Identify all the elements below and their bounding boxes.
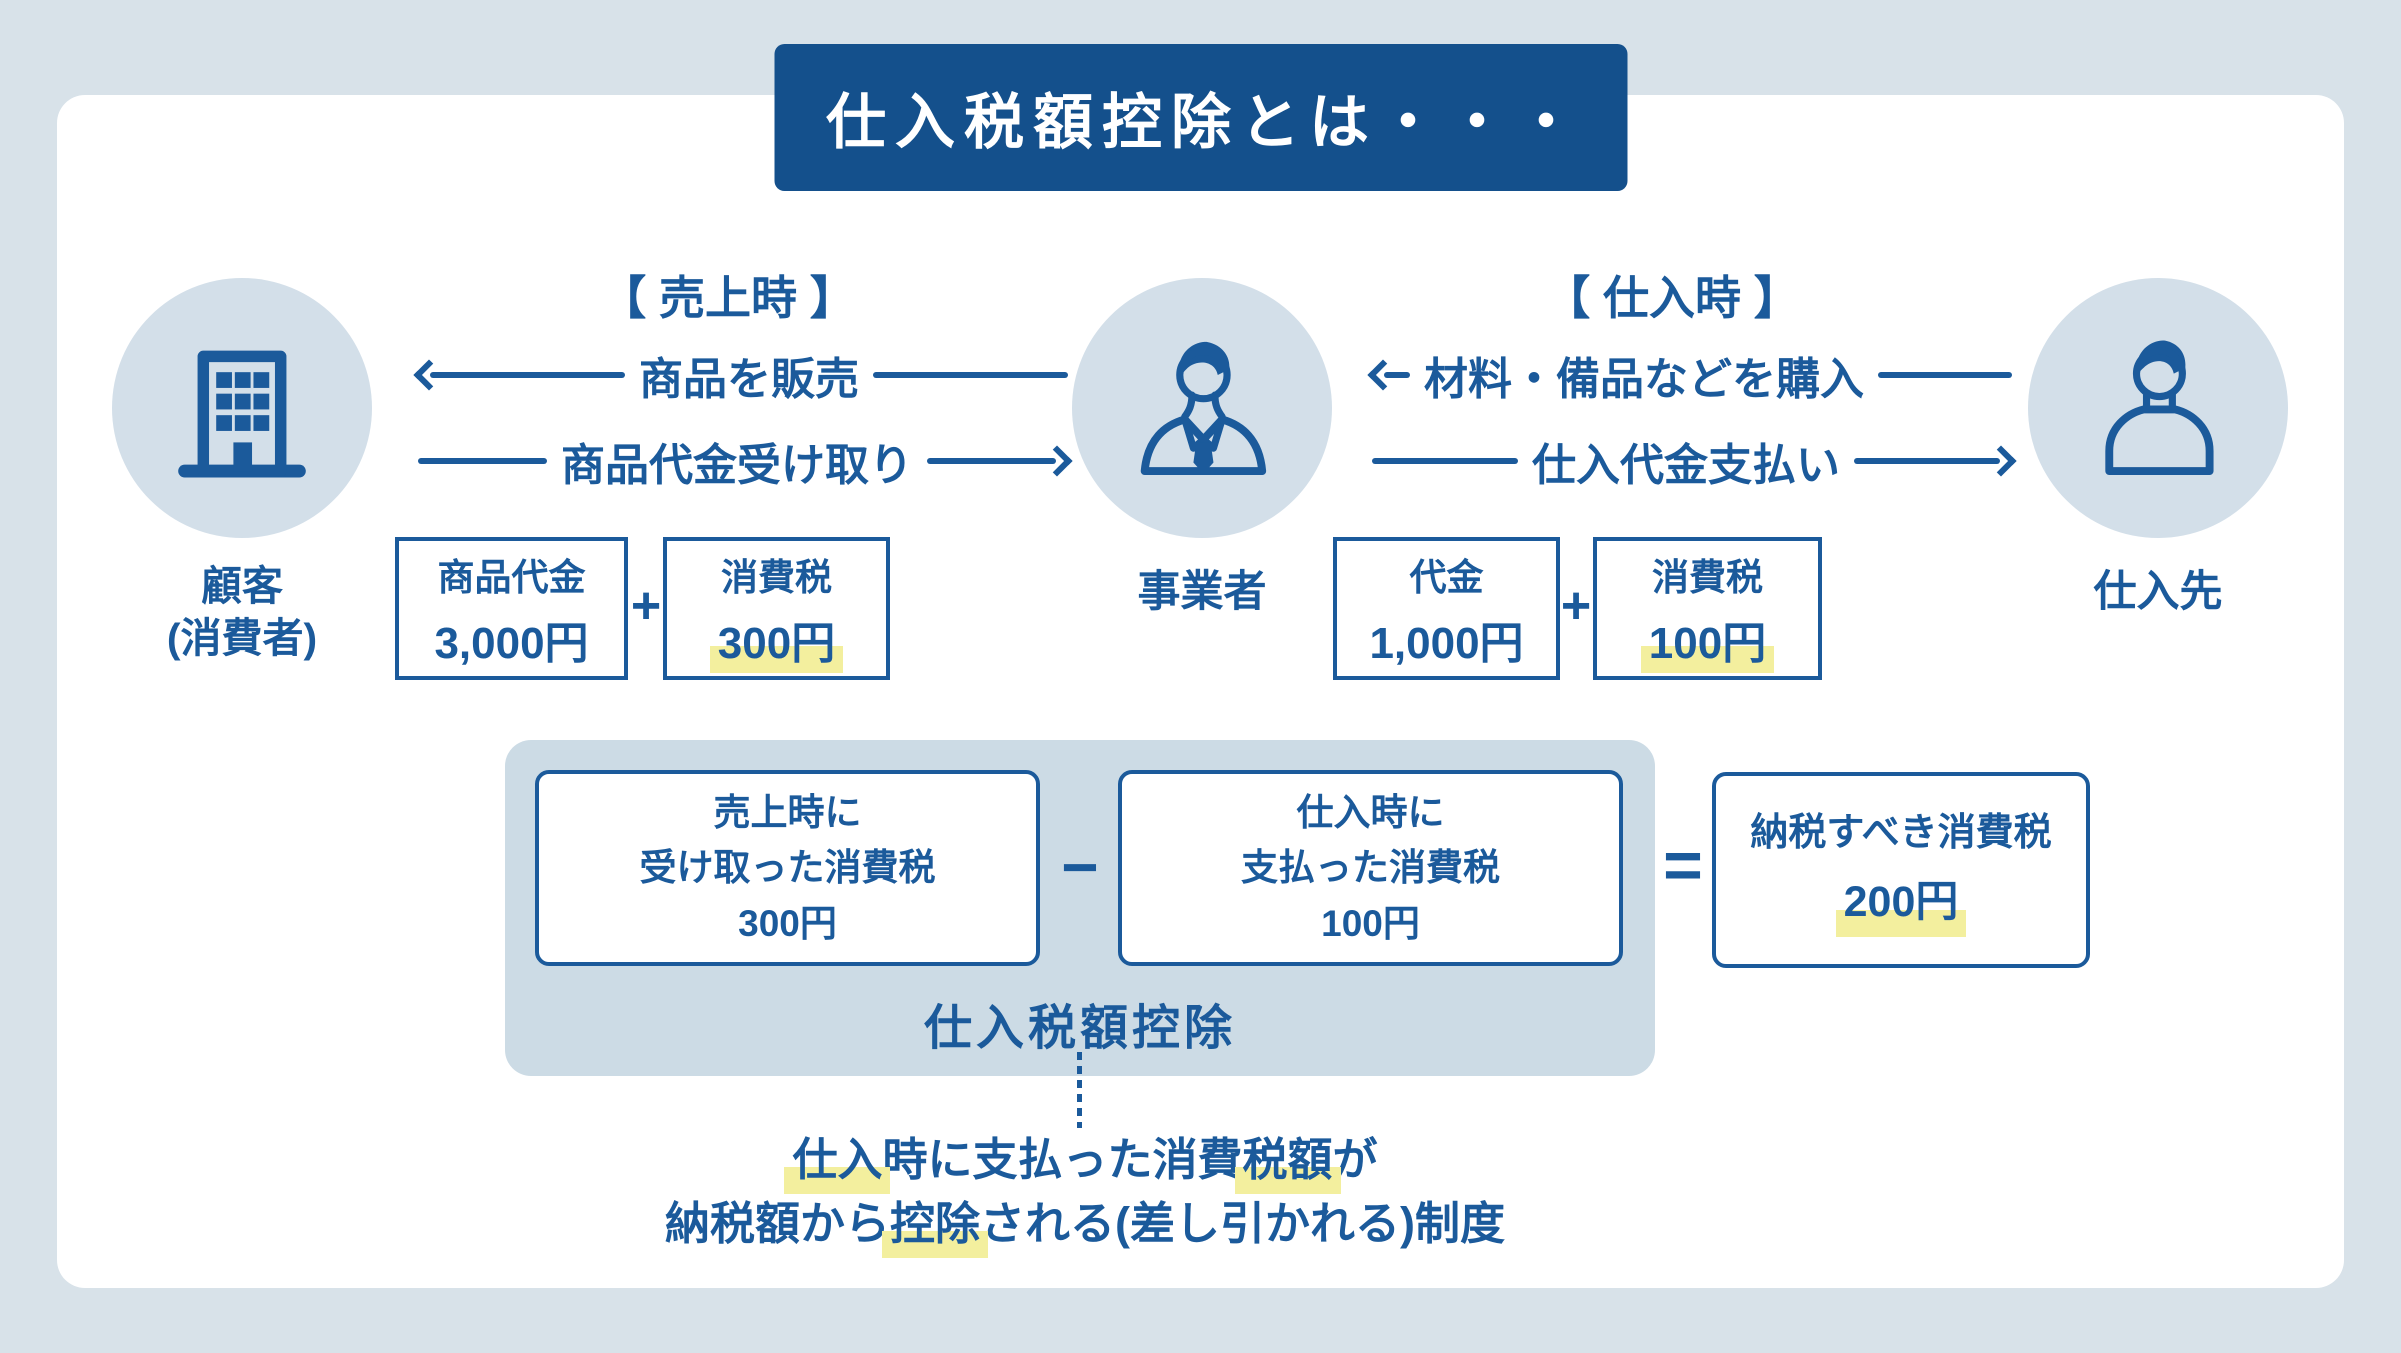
formula-result-box: 納税すべき消費税 200円 xyxy=(1712,772,2090,968)
purchase-section-header: 【 仕入時 】 xyxy=(1544,272,1800,324)
minus-sign: − xyxy=(1061,831,1099,903)
arrow-left-icon xyxy=(1367,359,1399,391)
title-banner: 仕入税額控除とは・・・ xyxy=(774,44,1627,191)
supplier-avatar xyxy=(2028,278,2288,538)
content-card xyxy=(57,95,2344,1288)
description: 仕入時に支払った消費税額が 納税額から控除される(差し引かれる)制度 xyxy=(300,1128,1870,1258)
purchase-price-box: 代金 1,000円 xyxy=(1333,537,1560,680)
formula-purchase-line1: 仕入時に xyxy=(1296,791,1445,833)
arrow-buy-label: 材料・備品などを購入 xyxy=(1424,355,1864,404)
formula-sale-tax-box: 売上時に 受け取った消費税 300円 xyxy=(535,770,1040,966)
customer-name: 顧客 xyxy=(201,563,283,609)
supplier-label: 仕入先 xyxy=(2093,568,2223,616)
sale-tax-label: 消費税 xyxy=(721,556,832,598)
sale-tax-amount: 300円 xyxy=(709,607,844,673)
formula-result-amount: 200円 xyxy=(1835,870,1967,937)
arrow-line xyxy=(1372,458,1518,464)
businessman-icon xyxy=(1140,341,1267,476)
equals-sign: = xyxy=(1663,827,1703,903)
arrow-line xyxy=(927,458,1056,464)
purchase-tax-label: 消費税 xyxy=(1652,556,1763,598)
arrow-line xyxy=(418,458,547,464)
sale-price-amount: 3,000円 xyxy=(434,618,589,668)
business-label: 事業者 xyxy=(1137,568,1267,616)
arrow-right-icon xyxy=(1985,445,2017,477)
dotted-connector-line xyxy=(1077,1052,1082,1128)
arrow-line xyxy=(1384,372,1410,378)
building-icon xyxy=(178,350,306,478)
formula-sale-line2: 受け取った消費税 xyxy=(639,847,936,889)
arrow-left-icon xyxy=(413,359,445,391)
formula-caption: 仕入税額控除 xyxy=(923,1002,1236,1055)
arrow-receive-payment: 商品代金受け取り xyxy=(418,428,1073,494)
formula-purchase-amount: 100円 xyxy=(1321,902,1420,944)
customer-sub: (消費者) xyxy=(166,615,318,662)
arrow-sell-label: 商品を販売 xyxy=(639,355,859,404)
arrow-line xyxy=(1878,372,2012,378)
formula-result-label: 納税すべき消費税 xyxy=(1750,812,2052,855)
arrow-buy-materials: 材料・備品などを購入 xyxy=(1367,342,2012,408)
formula-sale-amount: 300円 xyxy=(738,902,837,944)
arrow-right-icon xyxy=(1041,445,1073,477)
customer-label: 顧客 (消費者) xyxy=(62,560,422,665)
arrow-line xyxy=(430,372,625,378)
formula-purchase-tax-box: 仕入時に 支払った消費税 100円 xyxy=(1118,770,1623,966)
arrow-sell-products: 商品を販売 xyxy=(413,342,1068,408)
formula-sale-line1: 売上時に xyxy=(713,791,862,833)
description-line2: 納税額から控除される(差し引かれる)制度 xyxy=(300,1192,1870,1258)
description-line1: 仕入時に支払った消費税額が xyxy=(300,1128,1870,1194)
purchase-price-amount: 1,000円 xyxy=(1369,618,1524,668)
arrow-receive-label: 商品代金受け取り xyxy=(561,441,913,490)
arrow-line xyxy=(873,372,1068,378)
arrow-pay-supplier: 仕入代金支払い xyxy=(1372,428,2017,494)
sale-tax-box: 消費税 300円 xyxy=(663,537,890,680)
customer-avatar xyxy=(112,278,372,538)
formula-purchase-line2: 支払った消費税 xyxy=(1241,847,1500,889)
purchase-tax-box: 消費税 100円 xyxy=(1593,537,1822,680)
plus-sign: + xyxy=(1560,577,1592,635)
purchase-price-label: 代金 xyxy=(1409,556,1484,598)
sale-section-header: 【 売上時 】 xyxy=(600,272,856,324)
business-avatar xyxy=(1072,278,1332,538)
arrow-pay-label: 仕入代金支払い xyxy=(1532,441,1840,490)
purchase-tax-amount: 100円 xyxy=(1640,607,1775,673)
plus-sign: + xyxy=(630,577,662,635)
page-title: 仕入税額控除とは・・・ xyxy=(826,89,1585,156)
sale-price-box: 商品代金 3,000円 xyxy=(395,537,628,680)
person-icon xyxy=(2105,340,2214,476)
sale-price-label: 商品代金 xyxy=(437,556,586,598)
arrow-line xyxy=(1854,458,2000,464)
